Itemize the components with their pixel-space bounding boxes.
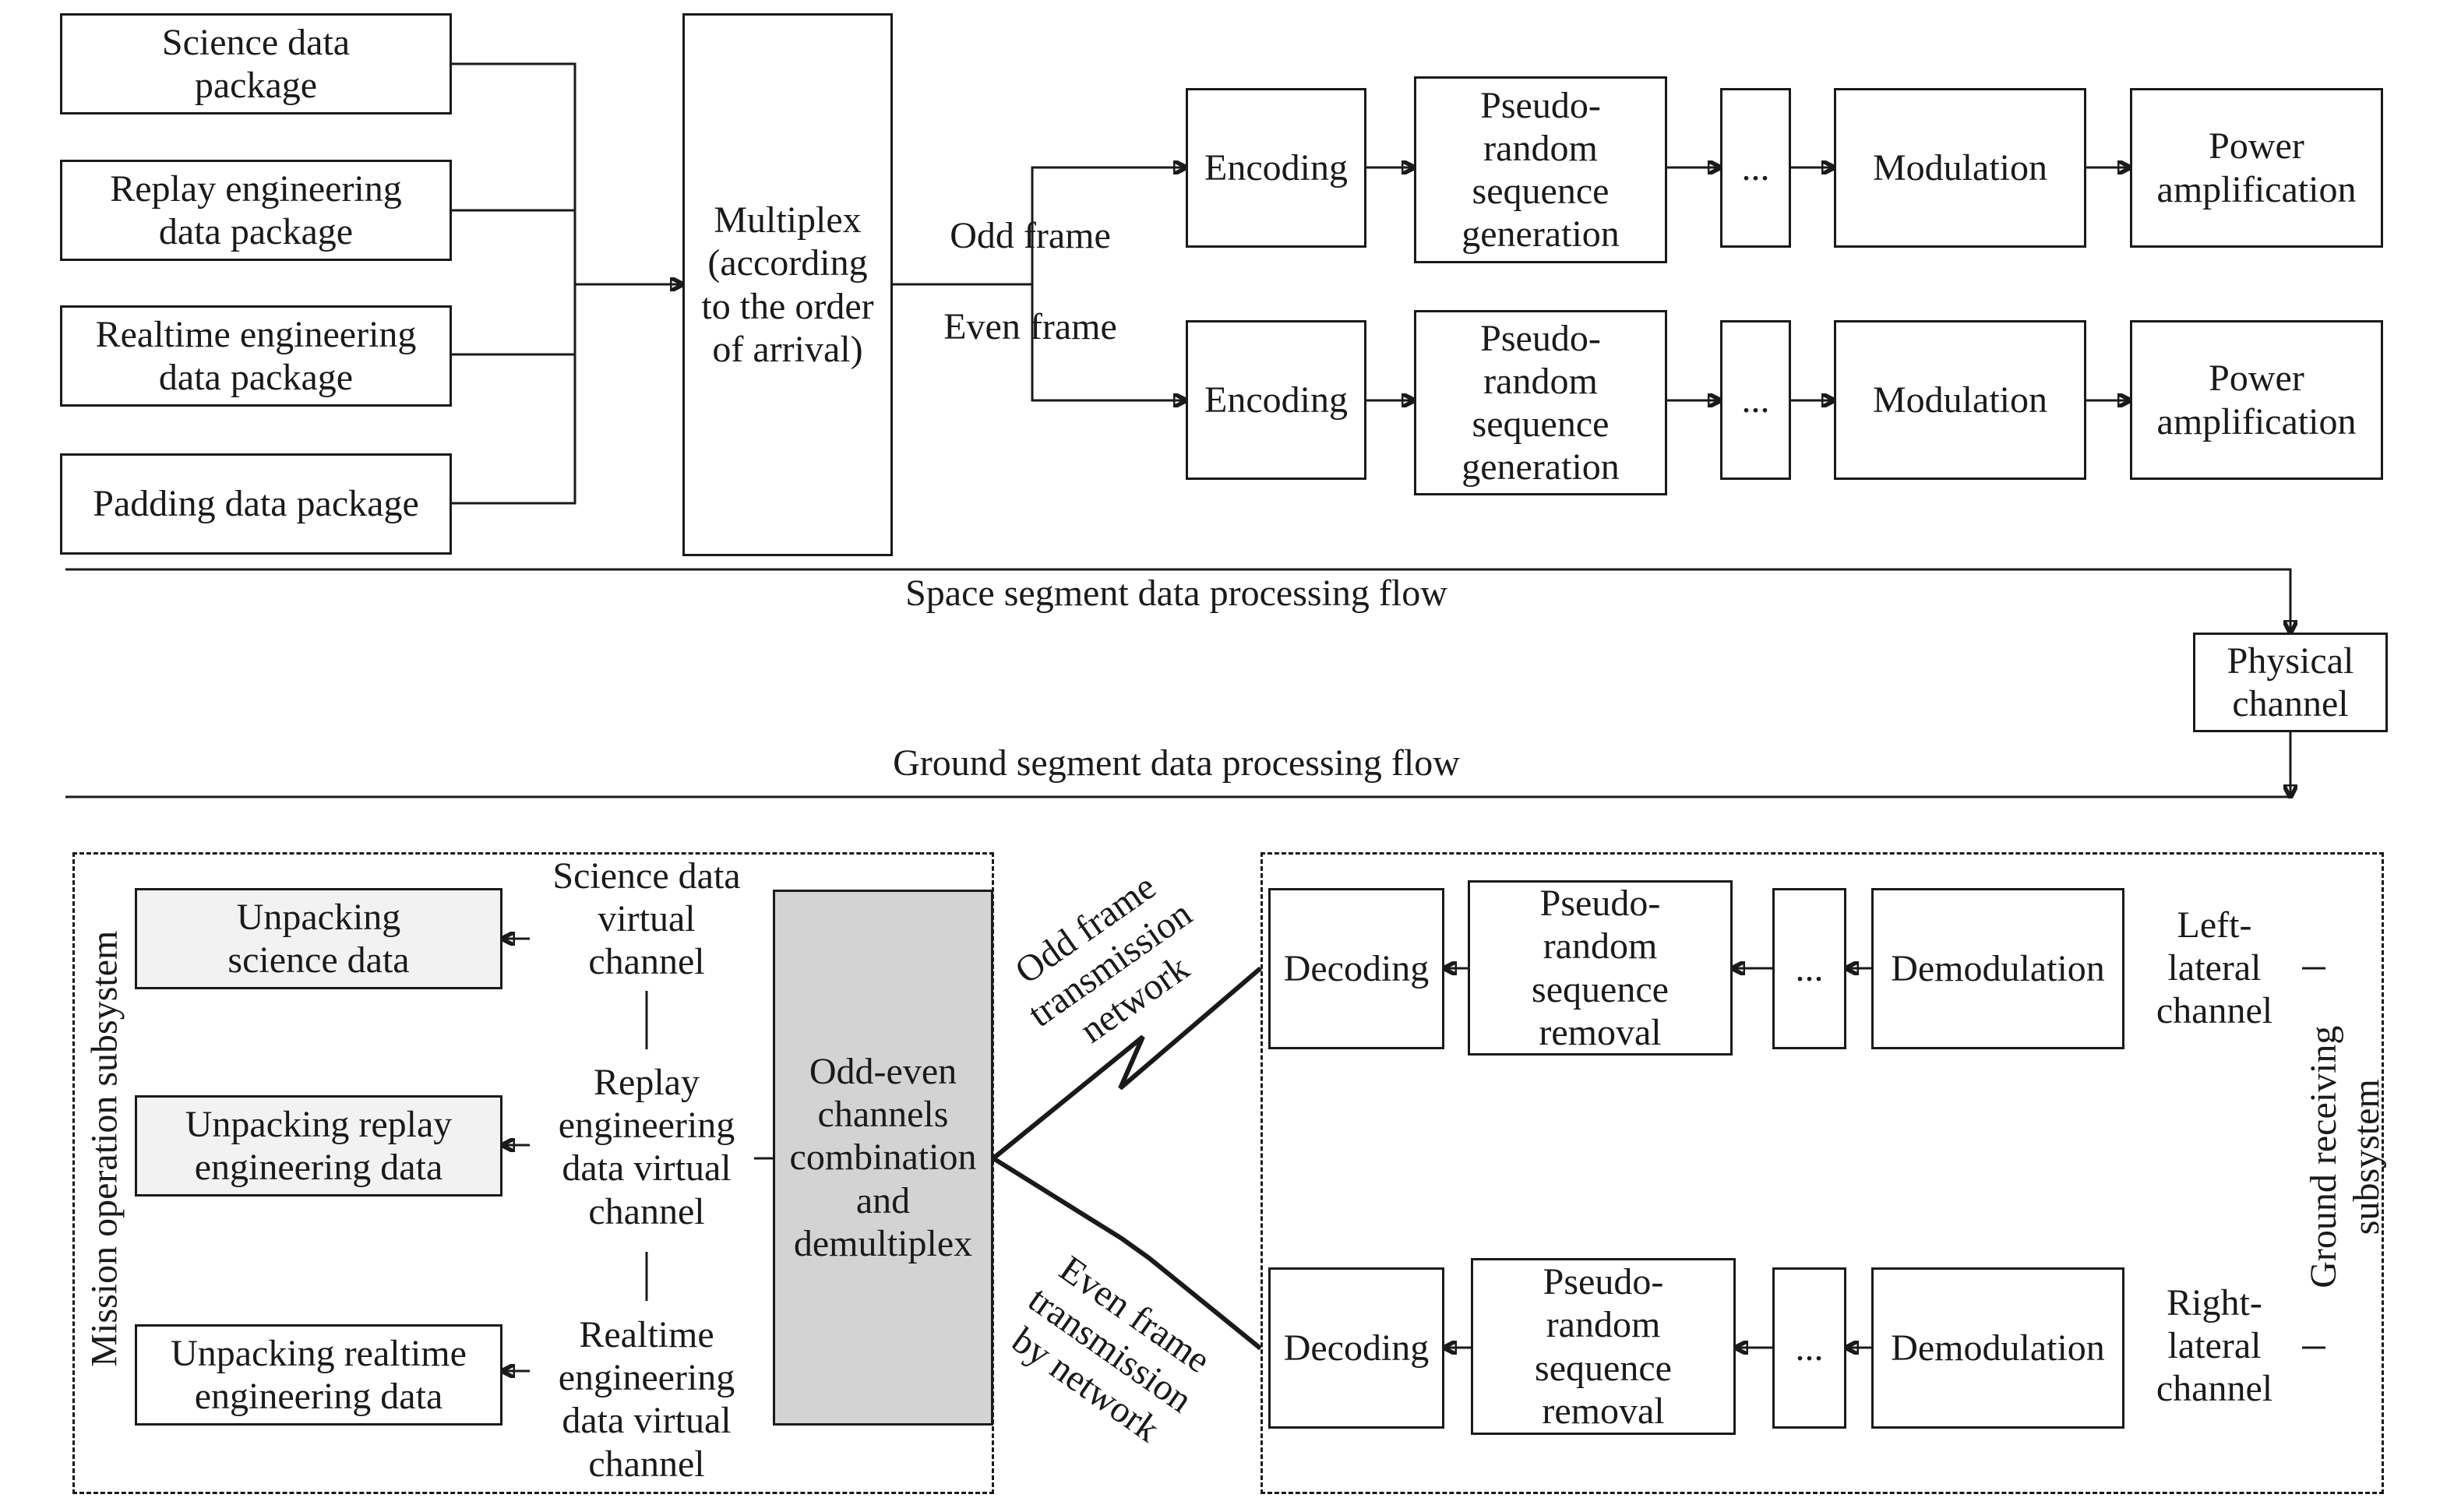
space-flow-arrow: [65, 568, 2290, 633]
padding-connector: [452, 284, 576, 505]
ellipsis-lower: ...: [1772, 1267, 1846, 1429]
ellipsis-even: ...: [1720, 320, 1791, 480]
encoding-even: Encoding: [1186, 320, 1366, 480]
padding-data-package: Padding data package: [60, 453, 452, 555]
replay-engineering-data-virtual-channel: Replay engineering data virtual channel: [558, 1062, 735, 1232]
left-lateral-channel: Left- lateral channel: [2156, 904, 2273, 1032]
demodulation-upper: Demodulation: [1871, 888, 2124, 1049]
even-frame-arrow: [1031, 284, 1186, 400]
decoding-lower: Decoding: [1268, 1267, 1444, 1429]
odd-even-channels-combination-demultiplex: Odd-even channels combination and demult…: [773, 890, 993, 1426]
pseudo-random-removal-upper: Pseudo- random sequence removal: [1468, 880, 1733, 1056]
unpacking-replay-engineering-data: Unpacking replay engineering data: [135, 1095, 502, 1197]
science-connector: [452, 62, 576, 284]
space-segment-flow-label: Space segment data processing flow: [905, 573, 1447, 614]
pseudo-random-removal-lower: Pseudo- random sequence removal: [1471, 1258, 1736, 1435]
decoding-upper: Decoding: [1268, 888, 1444, 1049]
encoding-odd: Encoding: [1186, 88, 1366, 248]
ellipsis-upper: ...: [1772, 888, 1846, 1049]
pseudo-random-generation-odd: Pseudo- random sequence generation: [1414, 76, 1667, 263]
realtime-engineering-data-package: Realtime engineering data package: [60, 305, 452, 407]
power-amplification-even: Power amplification: [2130, 320, 2383, 480]
even-network-line: [992, 1156, 1262, 1351]
pseudo-random-generation-even: Pseudo- random sequence generation: [1414, 310, 1667, 495]
modulation-even: Modulation: [1834, 320, 2086, 480]
demodulation-lower: Demodulation: [1871, 1267, 2124, 1429]
multiplex-block: Multiplex (according to the order of arr…: [682, 13, 893, 556]
science-data-virtual-channel: Science data virtual channel: [552, 855, 741, 983]
ground-segment-flow-label: Ground segment data processing flow: [893, 742, 1460, 784]
right-lateral-channel: Right- lateral channel: [2156, 1282, 2273, 1410]
odd-frame-arrow: [1031, 167, 1186, 284]
physical-channel: Physical channel: [2193, 633, 2388, 732]
realtime-engineering-data-virtual-channel: Realtime engineering data virtual channe…: [558, 1314, 735, 1485]
unpacking-science-data: Unpacking science data: [135, 888, 502, 989]
odd-network-line: [992, 966, 1262, 1161]
ground-receiving-subsystem-label: Ground receiving subsystem: [2302, 1025, 2387, 1288]
ellipsis-odd: ...: [1720, 88, 1791, 248]
ground-receiving-subsystem-frame: [1260, 852, 2384, 1494]
power-amplification-odd: Power amplification: [2130, 88, 2383, 248]
unpacking-realtime-engineering-data: Unpacking realtime engineering data: [135, 1324, 502, 1426]
mission-operation-subsystem-label: Mission operation subsystem: [83, 930, 125, 1367]
even-frame-label: Even frame: [943, 306, 1117, 347]
replay-engineering-data-package: Replay engineering data package: [60, 160, 452, 261]
odd-frame-label: Odd frame: [950, 215, 1111, 256]
science-data-package: Science data package: [60, 13, 452, 115]
modulation-odd: Modulation: [1834, 88, 2086, 248]
